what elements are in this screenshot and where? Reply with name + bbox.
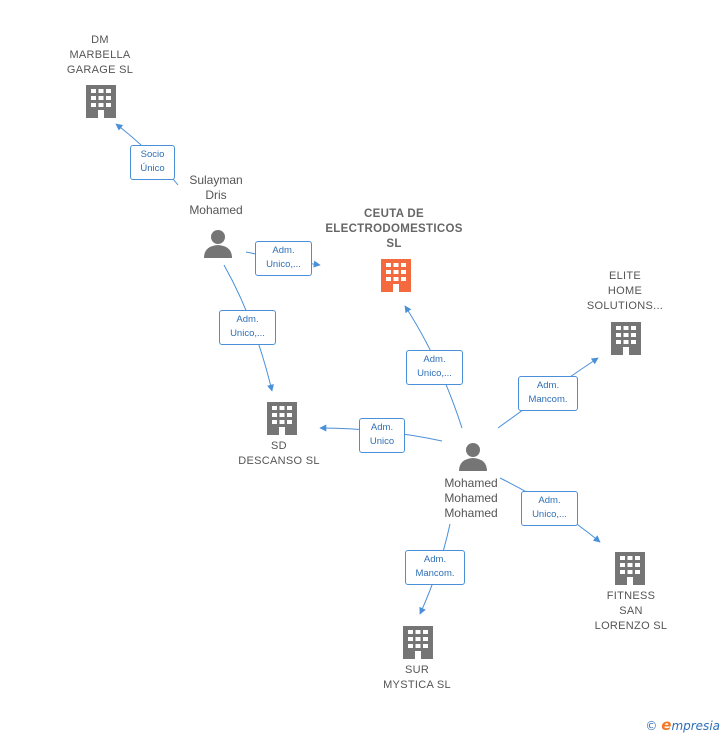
copyright-symbol: © [645, 719, 658, 733]
company-label-sd-descanso[interactable]: SD DESCANSO SL [238, 440, 320, 467]
edge-label-sulayman-sd: Adm. Unico,... [219, 310, 276, 345]
edge-label-mohamed-ceuta: Adm. Unico,... [406, 350, 463, 385]
edge-label-mohamed-elite: Adm. Mancom. [518, 376, 578, 411]
edge-label-socio-unico: Socio Único [130, 145, 175, 180]
company-label-elite[interactable]: ELITE HOME SOLUTIONS... [586, 270, 664, 312]
edge-label-mohamed-fitness: Adm. Unico,... [521, 491, 578, 526]
building-icon[interactable] [611, 322, 641, 355]
company-label-ceuta[interactable]: CEUTA DE ELECTRODOMESTICOS SL [325, 208, 463, 250]
company-label-fitness[interactable]: FITNESS SAN LORENZO SL [594, 590, 668, 632]
company-label-sur-mystica[interactable]: SUR MYSTICA SL [383, 664, 451, 691]
edge-label-mohamed-sur: Adm. Mancom. [405, 550, 465, 585]
person-label-mohamed[interactable]: Mohamed Mohamed Mohamed [444, 476, 498, 520]
building-icon[interactable] [403, 626, 433, 659]
empresia-logo-initial: e [661, 716, 672, 734]
edge-label-sulayman-ceuta: Adm. Unico,... [255, 241, 312, 276]
person-icon[interactable] [204, 230, 232, 258]
building-icon[interactable] [267, 402, 297, 435]
building-icon[interactable] [615, 552, 645, 585]
empresia-logo-text: mpresia [671, 719, 720, 733]
edge-label-mohamed-sd: Adm. Unico [359, 418, 405, 453]
person-icon[interactable] [459, 443, 487, 471]
person-label-sulayman[interactable]: Sulayman Dris Mohamed [189, 173, 243, 217]
company-label-dm-marbella[interactable]: DM MARBELLA GARAGE SL [66, 34, 134, 76]
building-icon[interactable] [86, 85, 116, 118]
copyright-notice: © empresia [645, 716, 720, 734]
building-icon[interactable] [381, 259, 411, 292]
